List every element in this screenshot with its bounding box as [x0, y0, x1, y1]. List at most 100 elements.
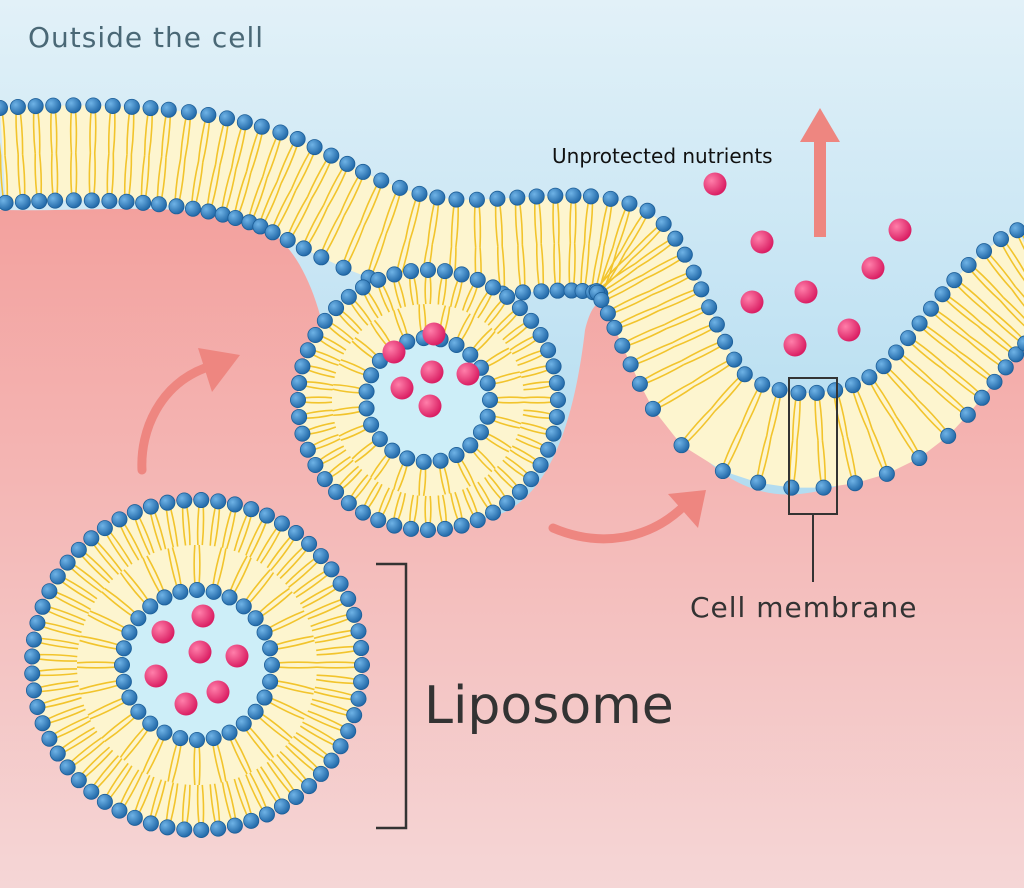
lipid-tail: [306, 413, 334, 420]
lipid-tail: [397, 465, 408, 492]
lipid-head-icon: [922, 300, 939, 317]
lipid-tail: [540, 243, 545, 285]
lipid-tail: [477, 294, 493, 319]
lipid-tail: [496, 396, 525, 399]
lipid-head-icon: [815, 479, 832, 496]
lipid-tail: [765, 396, 777, 437]
lipid-head-icon: [258, 507, 275, 524]
lipid-tail: [148, 115, 153, 156]
lipid-tail: [76, 661, 116, 664]
lipid-tail: [313, 690, 352, 701]
lipid-tail: [15, 114, 19, 155]
lipid-tail: [279, 750, 307, 780]
lipid-tail: [316, 666, 356, 669]
lipid-tail: [333, 410, 361, 417]
lipid-tail: [429, 495, 432, 524]
lipid-tail: [659, 385, 696, 408]
lipid-tail: [193, 544, 196, 584]
lipid-tail: [443, 466, 451, 494]
nutrient-icon: [861, 256, 885, 280]
nutrient-icon: [703, 172, 727, 196]
lipid-tail: [1005, 243, 1024, 273]
lipid-tail: [926, 325, 959, 352]
lipid-tail: [245, 569, 271, 600]
arrow-head-icon: [198, 348, 240, 392]
lipid-head-icon: [714, 463, 731, 480]
lipid-head-icon: [403, 520, 420, 537]
bilayer: [0, 105, 1024, 488]
lipid-tail: [0, 141, 2, 156]
lipid-head-icon: [685, 264, 702, 281]
lipid-tail: [209, 507, 216, 546]
lipid-head-icon: [115, 673, 132, 690]
lipid-tail: [260, 181, 278, 220]
lipid-tail: [328, 456, 351, 474]
lipid-tail: [307, 710, 344, 727]
lipid-head-icon: [328, 300, 345, 317]
lipid-tail: [230, 128, 242, 169]
lipid-tail: [519, 365, 547, 374]
lipid-tail: [1, 114, 6, 156]
lipid-tail: [408, 278, 415, 306]
lipid-tail: [397, 280, 407, 307]
lipid-tail: [71, 737, 102, 762]
lipid-head-icon: [104, 97, 121, 114]
lipid-head-icon: [332, 575, 349, 592]
lipid-tail: [930, 384, 962, 413]
lipid-head-icon: [247, 610, 264, 627]
lipid-tail: [225, 168, 237, 209]
lipid-tail: [256, 768, 278, 803]
lipid-tail: [514, 204, 519, 246]
lipid-head-icon: [188, 732, 205, 749]
lipid-tail: [643, 259, 681, 281]
lipid-head-icon: [340, 590, 357, 607]
lipid-head-icon: [523, 471, 540, 488]
lipid-tail: [494, 205, 499, 247]
lipid-tail: [814, 400, 819, 441]
lipid-tail: [367, 483, 383, 509]
lipid-tail: [106, 153, 110, 194]
lipid-head-icon: [70, 541, 87, 558]
lipid-tail: [41, 684, 79, 693]
lipid-tail: [197, 121, 206, 162]
lipid-head-icon: [676, 246, 693, 263]
lipid-tail: [305, 598, 342, 616]
lipid-tail: [793, 440, 798, 481]
lipid-head-icon: [469, 271, 486, 288]
lipid-tail: [874, 381, 897, 417]
lipid-tail: [637, 345, 676, 365]
lipid-tail: [262, 138, 277, 177]
arrows: [137, 363, 690, 544]
lipid-tail: [687, 410, 716, 442]
lipid-tail: [130, 113, 135, 155]
lipid-tail: [338, 424, 365, 437]
lipid-tail: [477, 481, 493, 506]
lipid-head-icon: [126, 809, 143, 826]
lipid-head-icon: [180, 104, 197, 121]
lipid-head-icon: [9, 98, 26, 115]
lipid-tail: [409, 200, 421, 241]
lipid-head-icon: [1009, 222, 1024, 239]
lipid-tail: [96, 541, 123, 572]
lipid-tail: [181, 784, 187, 823]
lipid-head-icon: [83, 783, 100, 800]
lipid-tail: [229, 739, 248, 775]
lipid-tail: [49, 606, 86, 622]
lipid-tail: [304, 401, 333, 404]
lipid-tail: [641, 255, 678, 277]
lipid-tail: [256, 527, 278, 562]
lipid-tail: [413, 495, 419, 523]
lipid-tail: [756, 435, 768, 476]
lipid-tail: [128, 154, 133, 195]
lipid-tail: [305, 714, 342, 732]
lipid-tail: [119, 727, 145, 758]
lipid-tail: [81, 746, 111, 775]
lipid-tail: [171, 547, 182, 585]
lipid-tail: [347, 224, 366, 263]
lipid-head-icon: [29, 699, 46, 716]
lipid-tail: [608, 278, 645, 300]
lipid-tail: [580, 243, 586, 284]
lipid-head-icon: [236, 114, 253, 131]
lipid-tail: [167, 548, 178, 586]
lipid-tail: [160, 116, 167, 157]
